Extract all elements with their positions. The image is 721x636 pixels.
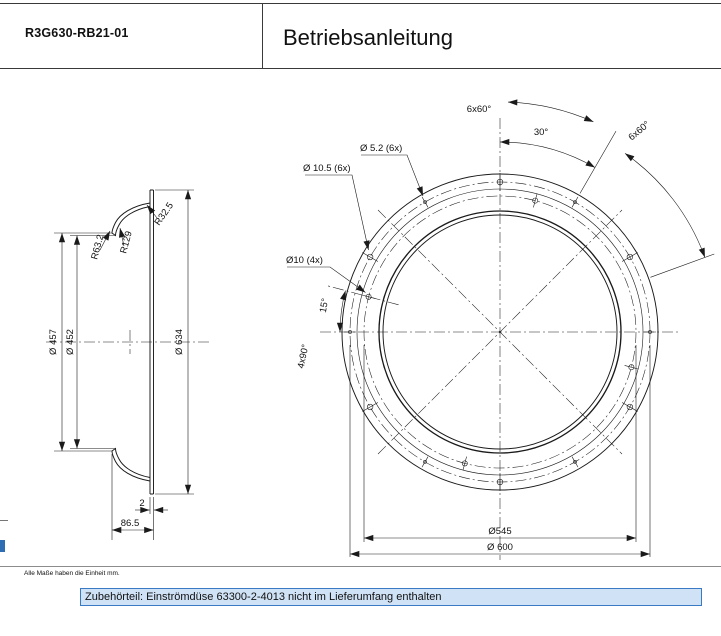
bell-profile-lower: [111, 447, 151, 482]
dim-r32-5: R32.5: [152, 201, 176, 228]
dim-holes-5-2: Ø 5.2 (6x): [360, 143, 402, 154]
dim-r129: R129: [118, 230, 135, 255]
dim-r63-2: R63.2: [89, 233, 106, 260]
bolt-circle-545: [363, 195, 637, 469]
front-view: 30° 6x60° 6x60° 15° 4x90° Ø 10.5 (6x) Ø …: [286, 99, 715, 560]
dim-dia-545: Ø545: [488, 526, 511, 537]
page-title: Betriebsanleitung: [283, 25, 454, 50]
front-centerlines: [320, 118, 680, 560]
section-centerline: [46, 330, 212, 354]
dim-dia-452: Ø 452: [65, 329, 76, 355]
dim-angle-30: 30°: [534, 127, 549, 138]
units-note: Alle Maße haben die Einheit mm.: [24, 570, 120, 577]
dim-holes-10-5: Ø 10.5 (6x): [303, 163, 351, 174]
header-divider: [262, 3, 263, 68]
section-view: Ø 457 Ø 452 Ø 634 R32.5 R129 R63.2 2 86.…: [46, 189, 212, 540]
dim-angle-6x60-left: 6x60°: [467, 104, 492, 115]
dim-angle-15: 15°: [318, 297, 331, 313]
dim-thickness: 2: [139, 498, 144, 509]
holes-10: [361, 193, 639, 471]
dim-dia-634: Ø 634: [174, 329, 185, 355]
dim-angle-4x90: 4x90°: [296, 343, 312, 369]
throat-outer-circle: [378, 210, 622, 454]
dim-dia-600: Ø 600: [487, 542, 513, 553]
dim-angle-6x60-right: 6x60°: [627, 119, 653, 143]
holes-5-2: [344, 196, 656, 468]
header-rule: [0, 68, 721, 69]
margin-marker: [0, 540, 5, 552]
accessory-note-highlighted[interactable]: Zubehörteil: Einströmdüse 63300-2-4013 n…: [80, 588, 702, 606]
dim-depth: 86.5: [121, 518, 140, 529]
dim-holes-10: Ø10 (4x): [286, 255, 323, 266]
top-border: [0, 3, 721, 4]
dim-dia-457: Ø 457: [48, 329, 59, 355]
bell-profile-upper: [111, 202, 151, 237]
throat-inner-circle: [382, 214, 618, 450]
part-number: R3G630-RB21-01: [25, 26, 129, 40]
flange-profile: [149, 189, 154, 495]
